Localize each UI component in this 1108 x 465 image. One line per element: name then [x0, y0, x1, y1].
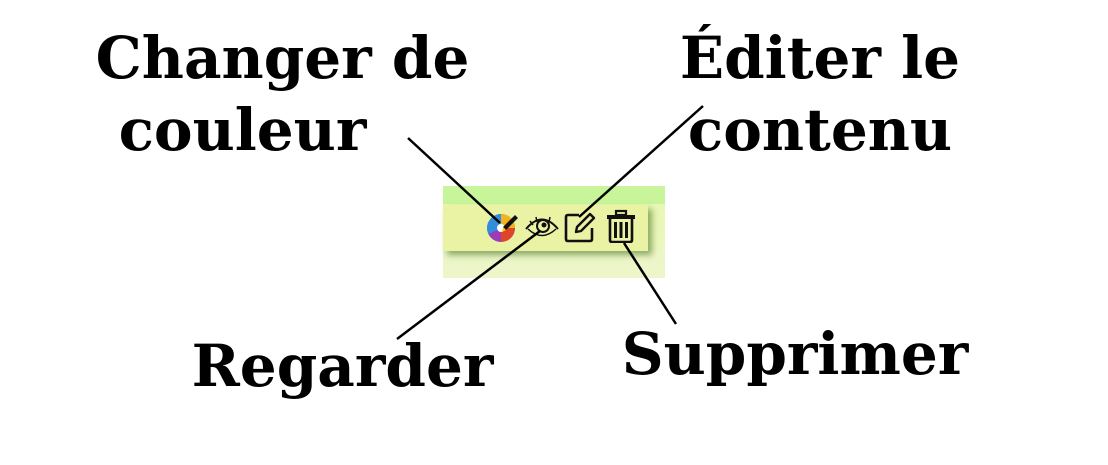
label-view: Regarder — [191, 332, 494, 400]
edit-icon[interactable] — [563, 210, 597, 248]
eye-icon[interactable] — [524, 212, 560, 246]
label-edit-content-line1: Éditer le — [679, 24, 961, 92]
note-body — [443, 251, 665, 278]
label-edit-content: Éditer le contenu — [660, 22, 980, 166]
palette-icon[interactable] — [485, 211, 519, 247]
label-change-color-line2: couleur — [118, 96, 367, 164]
label-edit-content-line2: contenu — [687, 96, 953, 164]
label-change-color: Changer de couleur — [80, 22, 485, 166]
label-delete: Supprimer — [621, 320, 969, 388]
label-change-color-line1: Changer de — [95, 24, 470, 92]
trash-icon[interactable] — [604, 209, 638, 247]
